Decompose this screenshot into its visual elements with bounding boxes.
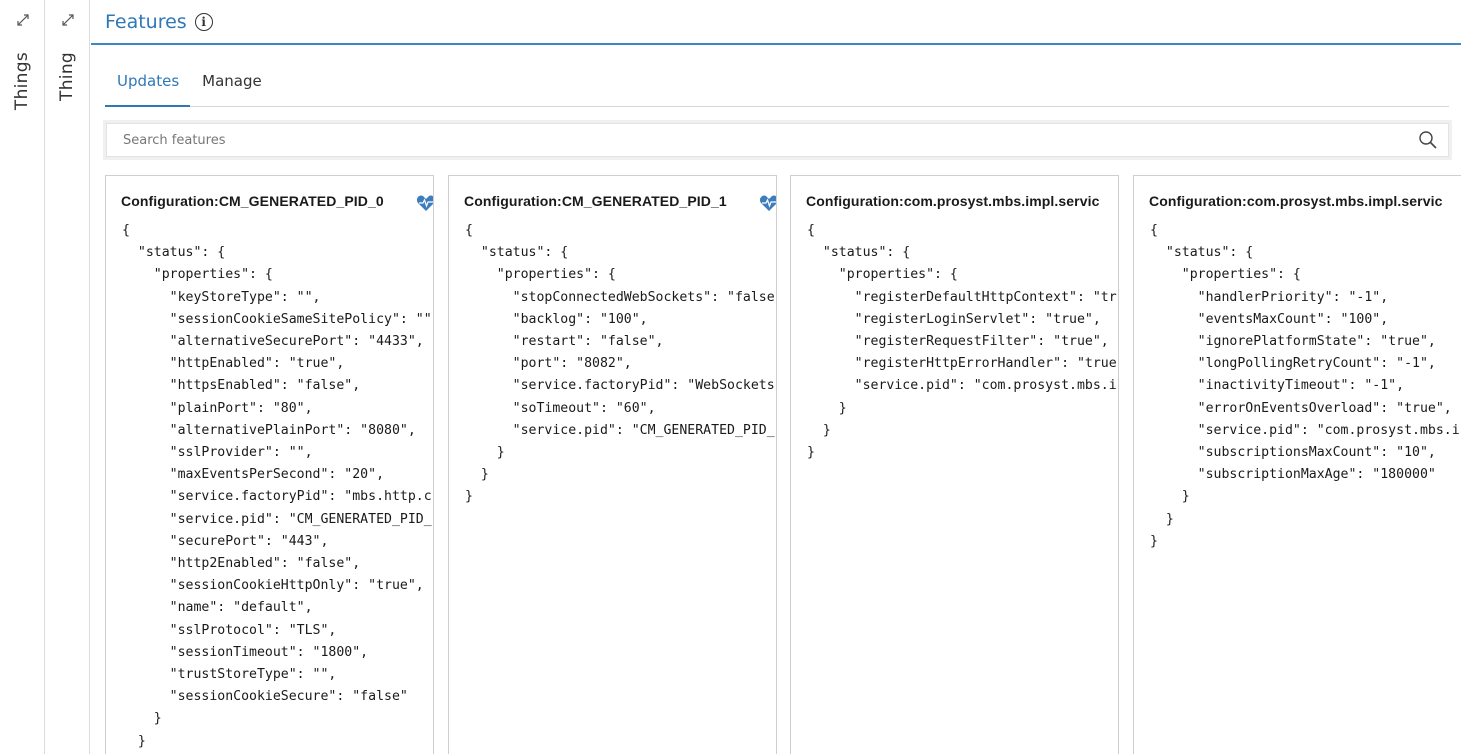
- feature-card: Configuration:CM_GENERATED_PID_0 { "stat…: [105, 175, 434, 754]
- feature-card: Configuration:CM_GENERATED_PID_1 { "stat…: [448, 175, 777, 754]
- page-title: Features: [105, 10, 187, 33]
- info-icon[interactable]: i: [194, 12, 213, 31]
- features-header: Features i: [91, 0, 1461, 45]
- card-json: { "status": { "properties": { "registerD…: [807, 223, 1117, 461]
- thing-panel-label[interactable]: Thing: [57, 52, 77, 101]
- search-bar: [106, 123, 1449, 157]
- tab-updates[interactable]: Updates: [105, 62, 191, 107]
- heart-pulse-icon[interactable]: [759, 194, 777, 212]
- search-icon[interactable]: [1417, 129, 1439, 151]
- card-title: Configuration:CM_GENERATED_PID_0: [121, 193, 384, 209]
- card-title: Configuration:com.prosyst.mbs.impl.servi…: [806, 193, 1100, 209]
- card-json: { "status": { "properties": { "keyStoreT…: [122, 223, 433, 749]
- card-title: Configuration:CM_GENERATED_PID_1: [464, 193, 727, 209]
- expand-icon[interactable]: [58, 10, 78, 30]
- card-json: { "status": { "properties": { "handlerPr…: [1150, 223, 1460, 549]
- feature-cards: Configuration:CM_GENERATED_PID_0 { "stat…: [105, 175, 1461, 754]
- feature-card: Configuration:com.prosyst.mbs.impl.servi…: [790, 175, 1119, 754]
- card-json: { "status": { "properties": { "stopConne…: [465, 223, 775, 505]
- tab-manage[interactable]: Manage: [202, 72, 262, 90]
- tab-bar: Updates Manage: [105, 62, 1449, 107]
- card-title: Configuration:com.prosyst.mbs.impl.servi…: [1149, 193, 1443, 209]
- features-panel: Features i Updates Manage Configuration:…: [91, 0, 1461, 754]
- things-panel-label[interactable]: Things: [12, 52, 32, 111]
- things-panel: Things: [0, 0, 45, 754]
- thing-panel: Thing: [45, 0, 90, 754]
- expand-icon[interactable]: [13, 10, 33, 30]
- feature-card: Configuration:com.prosyst.mbs.impl.servi…: [1133, 175, 1461, 754]
- search-input[interactable]: [107, 132, 1417, 148]
- heart-pulse-icon[interactable]: [416, 194, 434, 212]
